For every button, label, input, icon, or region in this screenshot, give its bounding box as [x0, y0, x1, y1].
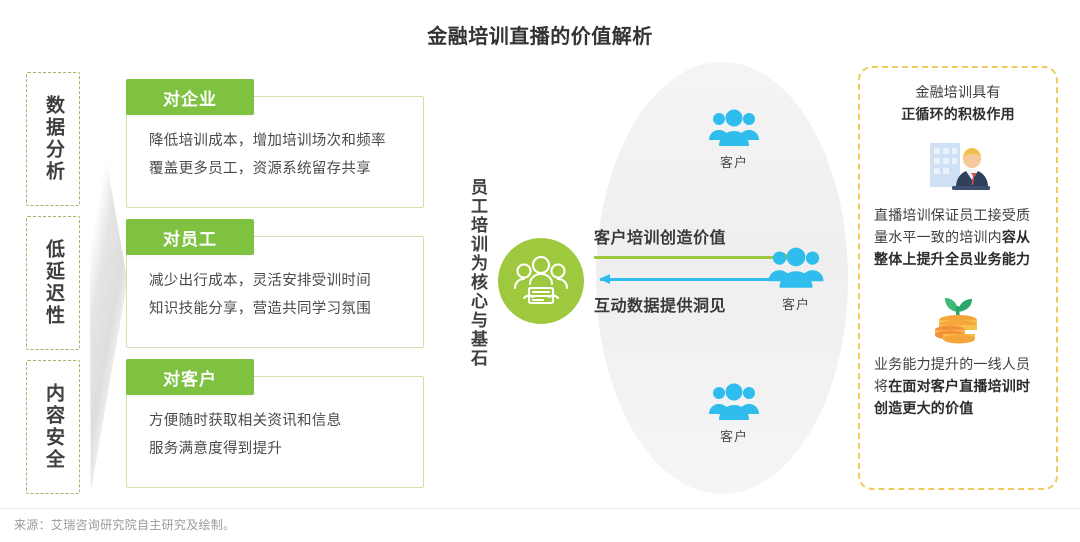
customer-node-middle: 客户	[754, 246, 838, 313]
customer-label: 客户	[719, 429, 748, 444]
footer-divider	[0, 508, 1080, 509]
pillar-label: 低延迟性	[42, 239, 64, 327]
card-for-employee: 对员工 减少出行成本，灵活安排受训时间 知识技能分享，营造共同学习氛围	[126, 219, 424, 348]
card-for-enterprise: 对企业 降低培训成本，增加培训场次和频率 覆盖更多员工，资源系统留存共享	[126, 79, 424, 208]
card-tab-label: 对企业	[163, 89, 217, 109]
card-tab-label: 对客户	[163, 369, 217, 389]
pillar-low-latency: 低延迟性	[26, 216, 80, 350]
pillar-label: 数据分析	[42, 95, 64, 183]
card-tab: 对企业	[126, 79, 254, 115]
conclusion-paragraph-1-plain: 直播培训保证员工接受质量水平一致的培训内	[874, 207, 1031, 246]
card-tab: 对客户	[126, 359, 254, 395]
customer-group-icon	[709, 109, 759, 146]
customer-label: 客户	[719, 155, 748, 170]
arrow-top-label: 客户培训创造价值	[594, 230, 727, 247]
pillar-data-analysis: 数据分析	[26, 72, 80, 206]
people-training-icon	[498, 238, 584, 324]
conclusion-panel: 金融培训具有 正循环的积极作用 直播培训保证员工接受质量水平一致的培训内容从整体…	[858, 66, 1058, 490]
conclusion-paragraph-2: 业务能力提升的一线人员将在面对客户直播培训时创造更大的价值	[872, 354, 1044, 419]
pillar-content-security: 内容安全	[26, 360, 80, 494]
card-line: 覆盖更多员工，资源系统留存共享	[149, 161, 371, 178]
card-tab-label: 对员工	[163, 229, 217, 249]
arrow-bottom-label: 互动数据提供洞见	[594, 298, 727, 315]
conclusion-heading: 金融培训具有 正循环的积极作用	[872, 82, 1044, 125]
customer-node-bottom: 客户	[692, 382, 776, 445]
card-body: 降低培训成本，增加培训场次和频率 覆盖更多员工，资源系统留存共享	[127, 97, 423, 184]
card-body: 方便随时获取相关资讯和信息 服务满意度得到提升	[127, 377, 423, 464]
card-line: 方便随时获取相关资讯和信息	[149, 413, 342, 429]
source-note: 来源：艾瑞咨询研究院自主研究及绘制。	[14, 518, 236, 532]
customer-group-icon	[768, 247, 824, 288]
card-line: 服务满意度得到提升	[149, 441, 283, 458]
pillar-label: 内容安全	[42, 383, 64, 471]
businessman-building-icon	[930, 143, 990, 191]
card-tab: 对员工	[126, 219, 254, 255]
card-line: 降低培训成本，增加培训场次和频率	[149, 133, 386, 149]
card-body: 减少出行成本，灵活安排受训时间 知识技能分享，营造共同学习氛围	[127, 237, 423, 324]
conclusion-paragraph-2-bold: 在面对客户直播培训时创造更大的价值	[874, 378, 1031, 416]
card-for-customer: 对客户 方便随时获取相关资讯和信息 服务满意度得到提升	[126, 359, 424, 488]
conclusion-heading-line1: 金融培训具有	[915, 84, 1001, 100]
connector-wedge	[90, 70, 126, 492]
conclusion-paragraph-2-plain: 业务能力提升的一线人员将	[874, 356, 1031, 395]
conclusion-heading-line2: 正循环的积极作用	[901, 105, 1015, 122]
center-vertical-caption: 员工培训为核心与基石	[468, 178, 487, 368]
card-line: 知识技能分享，营造共同学习氛围	[149, 301, 371, 318]
customer-label: 客户	[781, 297, 810, 312]
customer-node-top: 客户	[692, 108, 776, 171]
sprout-coins-icon	[935, 298, 977, 344]
conclusion-paragraph-1-bold: 容从整体上提升全员业务能力	[874, 229, 1031, 267]
arrow-left-blue	[599, 274, 798, 284]
conclusion-paragraph-1: 直播培训保证员工接受质量水平一致的培训内容从整体上提升全员业务能力	[872, 205, 1044, 270]
customer-group-icon	[709, 383, 759, 420]
card-line: 减少出行成本，灵活安排受训时间	[149, 273, 371, 289]
page-title: 金融培训直播的价值解析	[427, 26, 653, 48]
